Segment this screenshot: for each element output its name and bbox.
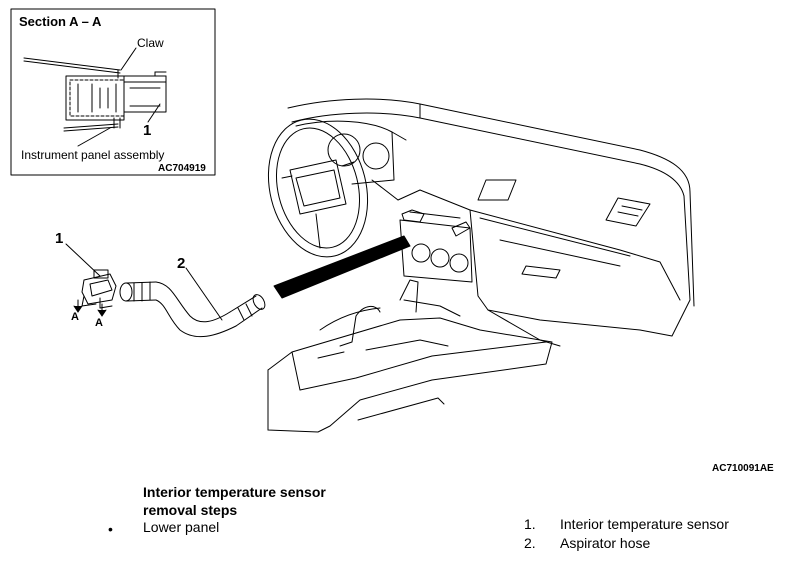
main-figure-code: AC710091AE xyxy=(712,463,774,474)
sensor-callout-leader xyxy=(65,243,101,277)
inset-sensor-section xyxy=(65,69,167,129)
center-console xyxy=(267,279,553,433)
location-pointer xyxy=(273,235,411,299)
inset-figure-code: AC704919 xyxy=(158,163,206,174)
claw-label: Claw xyxy=(137,36,164,50)
instrument-panel-label: Instrument panel assembly xyxy=(21,148,165,162)
sensor-callout-number: 1 xyxy=(55,230,64,247)
inset-frame xyxy=(10,8,216,176)
panel-leader xyxy=(77,127,111,147)
aspirator-hose xyxy=(119,281,266,338)
inset-callout-number: 1 xyxy=(143,122,152,139)
inset-panel-lines xyxy=(23,57,121,132)
step-bullet: • xyxy=(108,521,113,537)
inset-callout-leader xyxy=(147,103,161,123)
legend-item: 2. Aspirator hose xyxy=(524,535,784,553)
hose-callout-leader xyxy=(185,267,223,321)
legend-item: 1. Interior temperature sensor xyxy=(524,516,784,534)
steering-wheel xyxy=(267,118,407,258)
claw-leader xyxy=(120,47,137,71)
section-arrow-label-left: A xyxy=(71,311,79,323)
removal-steps-title: Interior temperature sensor removal step… xyxy=(143,484,326,518)
legend-text: Aspirator hose xyxy=(560,535,651,551)
hose-callout-number: 2 xyxy=(177,255,186,272)
legend-number: 2. xyxy=(524,535,536,551)
section-arrow-label-right: A xyxy=(95,317,103,329)
section-arrows xyxy=(73,299,107,317)
step-item: Lower panel xyxy=(143,519,220,535)
inset-section-title: Section A – A xyxy=(19,14,102,29)
legend-number: 1. xyxy=(524,516,536,532)
legend-text: Interior temperature sensor xyxy=(560,516,729,532)
dashboard-outline xyxy=(287,98,695,347)
